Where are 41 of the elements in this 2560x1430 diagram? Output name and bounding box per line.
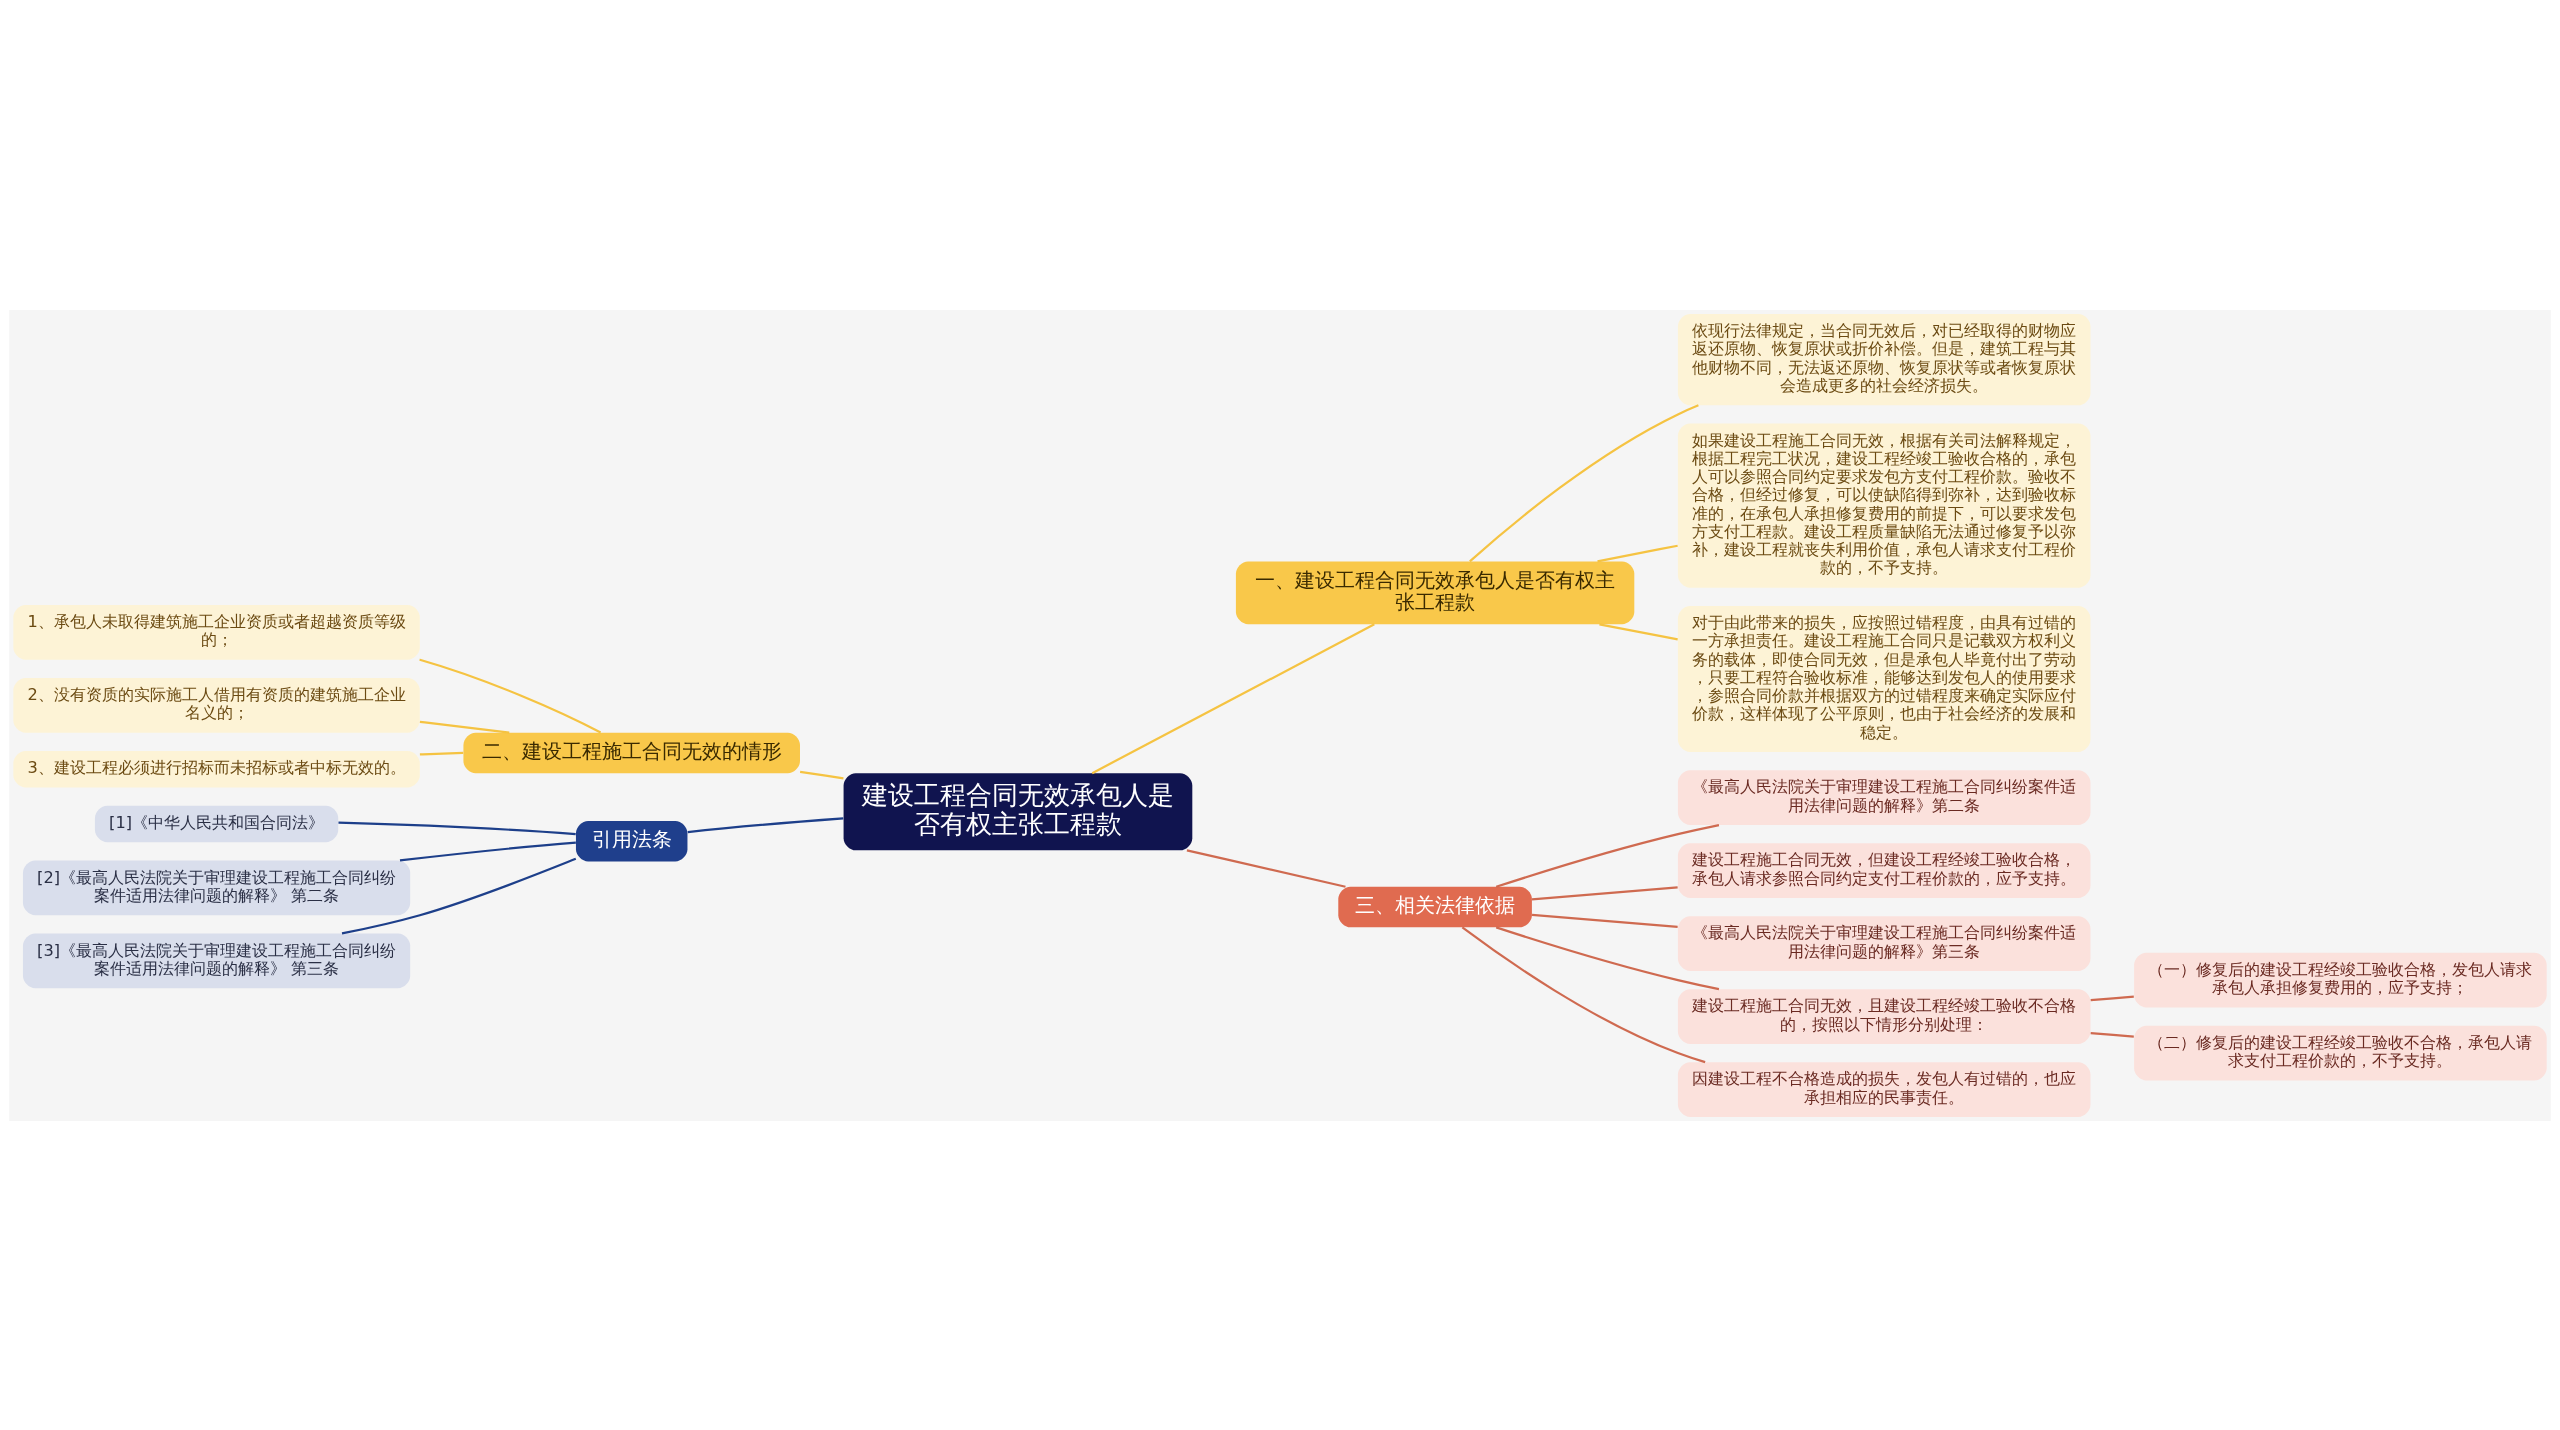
node-box: （一）修复后的建设工程经竣工验收合格，发包人请求承包人承担修复费用的，应予支持； (2134, 952, 2547, 1007)
node-box: 如果建设工程施工合同无效，根据有关司法解释规定，根据工程完工状况，建设工程经竣工验收合格的，承包人可以参照合同约定要求发包方支付工程价款。验收不合格，但经过修复，可以使缺陷得到弥补，达到验收标准的，在承包人承担修复费用的前提下，可以要求发包方支付工程款。建设工程质量缺陷无法通过修复予以弥补，建设工程就丧失利用价值，承包人请求支付工程价款的，不予支持。 (1677, 423, 2091, 588)
connector (419, 720, 510, 734)
node-box: 1、承包人未取得建筑施工企业资质或者超越资质等级的； (13, 604, 420, 660)
connector (418, 658, 602, 734)
node-box: 2、没有资质的实际施工人借用有资质的建筑施工企业名义的； (13, 677, 420, 733)
connector (399, 840, 576, 862)
connector (1531, 913, 1678, 928)
node-box: 依现行法律规定，当合同无效后，对已经取得的财物应返还原物、恢复原状或折价补偿。但是，建筑工程与其他财物不同，无法返还原物、恢复原状等或者恢复原状会造成更多的社会经济损失。 (1677, 313, 2091, 405)
connector (799, 770, 844, 780)
node-box: 建设工程施工合同无效，且建设工程经竣工验收不合格的，按照以下情形分别处理： (1677, 988, 2091, 1044)
node-box: 因建设工程不合格造成的损失，发包人有过错的，也应承担相应的民事责任。 (1677, 1061, 2091, 1117)
node-box: 一、建设工程合同无效承包人是否有权主张工程款 (1235, 560, 1635, 624)
node-box: 二、建设工程施工合同无效的情形 (463, 732, 800, 773)
connector (419, 751, 464, 756)
node-box: 建设工程合同无效承包人是否有权主张工程款 (843, 772, 1193, 850)
node-box: 《最高人民法院关于审理建设工程施工合同纠纷案件适用法律问题的解释》第二条 (1677, 769, 2091, 825)
node-box: 对于由此带来的损失，应按照过错程度，由具有过错的一方承担责任。建设工程施工合同只是记载双方权利义务的载体，即使合同无效，但是承包人毕竟付出了劳动，只要工程符合验收标准，能够达到发包人的使用要求，参照合同价款并根据双方的过错程度来确定实际应付价款，这样体现了公平原则，也由于社会经济的发展和稳定。 (1677, 605, 2091, 752)
node-box: [1]《中华人民共和国合同法》 (94, 805, 339, 842)
node-box: 《最高人民法院关于审理建设工程施工合同纠纷案件适用法律问题的解释》第三条 (1677, 915, 2091, 971)
node-box: 引用法条 (575, 820, 688, 861)
connector (1495, 823, 1720, 888)
node-box: [2]《最高人民法院关于审理建设工程施工合同纠纷案件适用法律问题的解释》 第二条 (22, 859, 411, 915)
connector (1531, 885, 1678, 900)
connector (687, 816, 844, 833)
connector (341, 857, 577, 935)
connector (1091, 622, 1375, 774)
connector (2090, 995, 2134, 1001)
connector (1469, 403, 1699, 562)
connector (1599, 622, 1678, 640)
connector (338, 821, 576, 835)
connector (1186, 848, 1346, 888)
connector (1461, 926, 1706, 1063)
node-box: 3、建设工程必须进行招标而未招标或者中标无效的。 (13, 750, 420, 787)
connector (1495, 925, 1720, 990)
node-box: 三、相关法律依据 (1338, 886, 1532, 927)
node-box: [3]《最高人民法院关于审理建设工程施工合同纠纷案件适用法律问题的解释》 第三条 (22, 932, 411, 988)
connector (2090, 1031, 2134, 1038)
node-box: （二）修复后的建设工程经竣工验收不合格，承包人请求支付工程价款的，不予支持。 (2134, 1025, 2547, 1080)
connector (1597, 544, 1678, 562)
node-box: 建设工程施工合同无效，但建设工程经竣工验收合格，承包人请求参照合同约定支付工程价款的，应予支持。 (1677, 842, 2091, 898)
